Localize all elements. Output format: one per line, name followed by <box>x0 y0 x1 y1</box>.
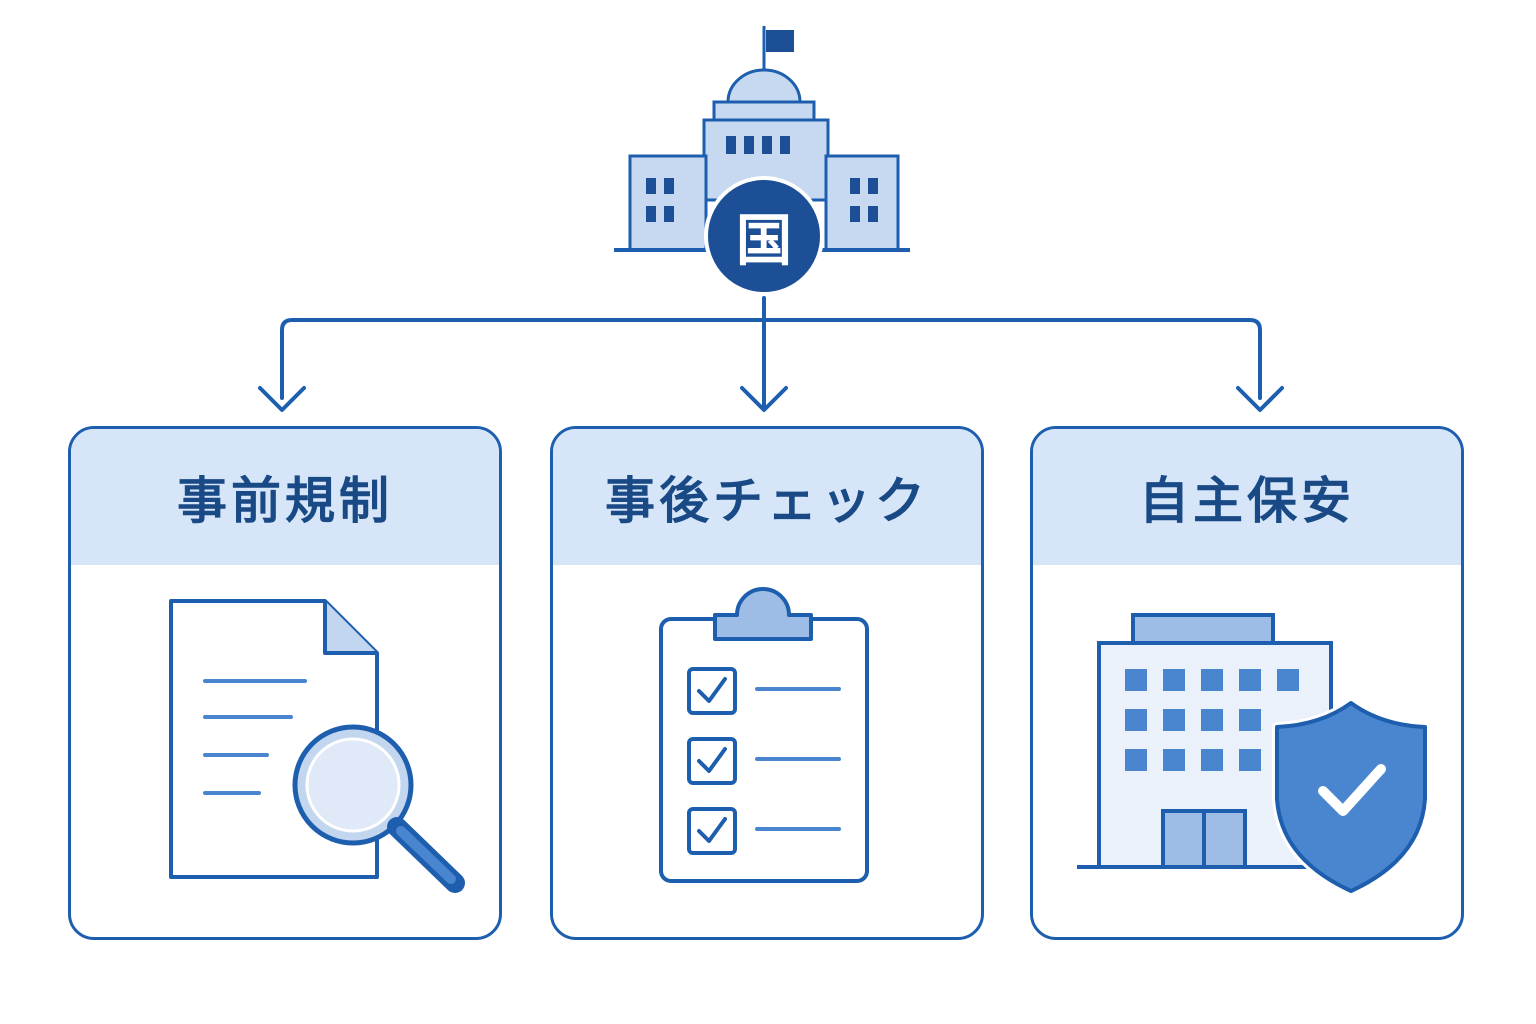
category-card-self-safety: 自主保安 <box>1030 426 1464 940</box>
category-card-prior-regulation: 事前規制 <box>68 426 502 940</box>
card-title: 事後チェック <box>605 472 929 530</box>
card-header: 自主保安 <box>1033 429 1461 565</box>
category-card-post-check: 事後チェック <box>550 426 984 940</box>
clipboard-checklist-icon <box>659 587 869 883</box>
government-emblem: 国 <box>704 176 824 296</box>
card-header: 事後チェック <box>553 429 981 565</box>
card-header: 事前規制 <box>71 429 499 565</box>
card-title: 自主保安 <box>1139 472 1355 530</box>
checkbox-icon <box>687 737 737 785</box>
card-title: 事前規制 <box>177 472 393 530</box>
arrow-down-icon <box>740 386 788 412</box>
document-magnifier-icon <box>169 599 465 893</box>
arrow-down-icon <box>1236 386 1284 412</box>
connector-lines <box>280 296 1262 410</box>
building-shield-icon <box>1077 613 1430 896</box>
checkbox-icon <box>687 807 737 855</box>
government-label: 国 <box>736 208 792 274</box>
checkbox-icon <box>687 667 737 715</box>
arrow-down-icon <box>258 386 306 412</box>
